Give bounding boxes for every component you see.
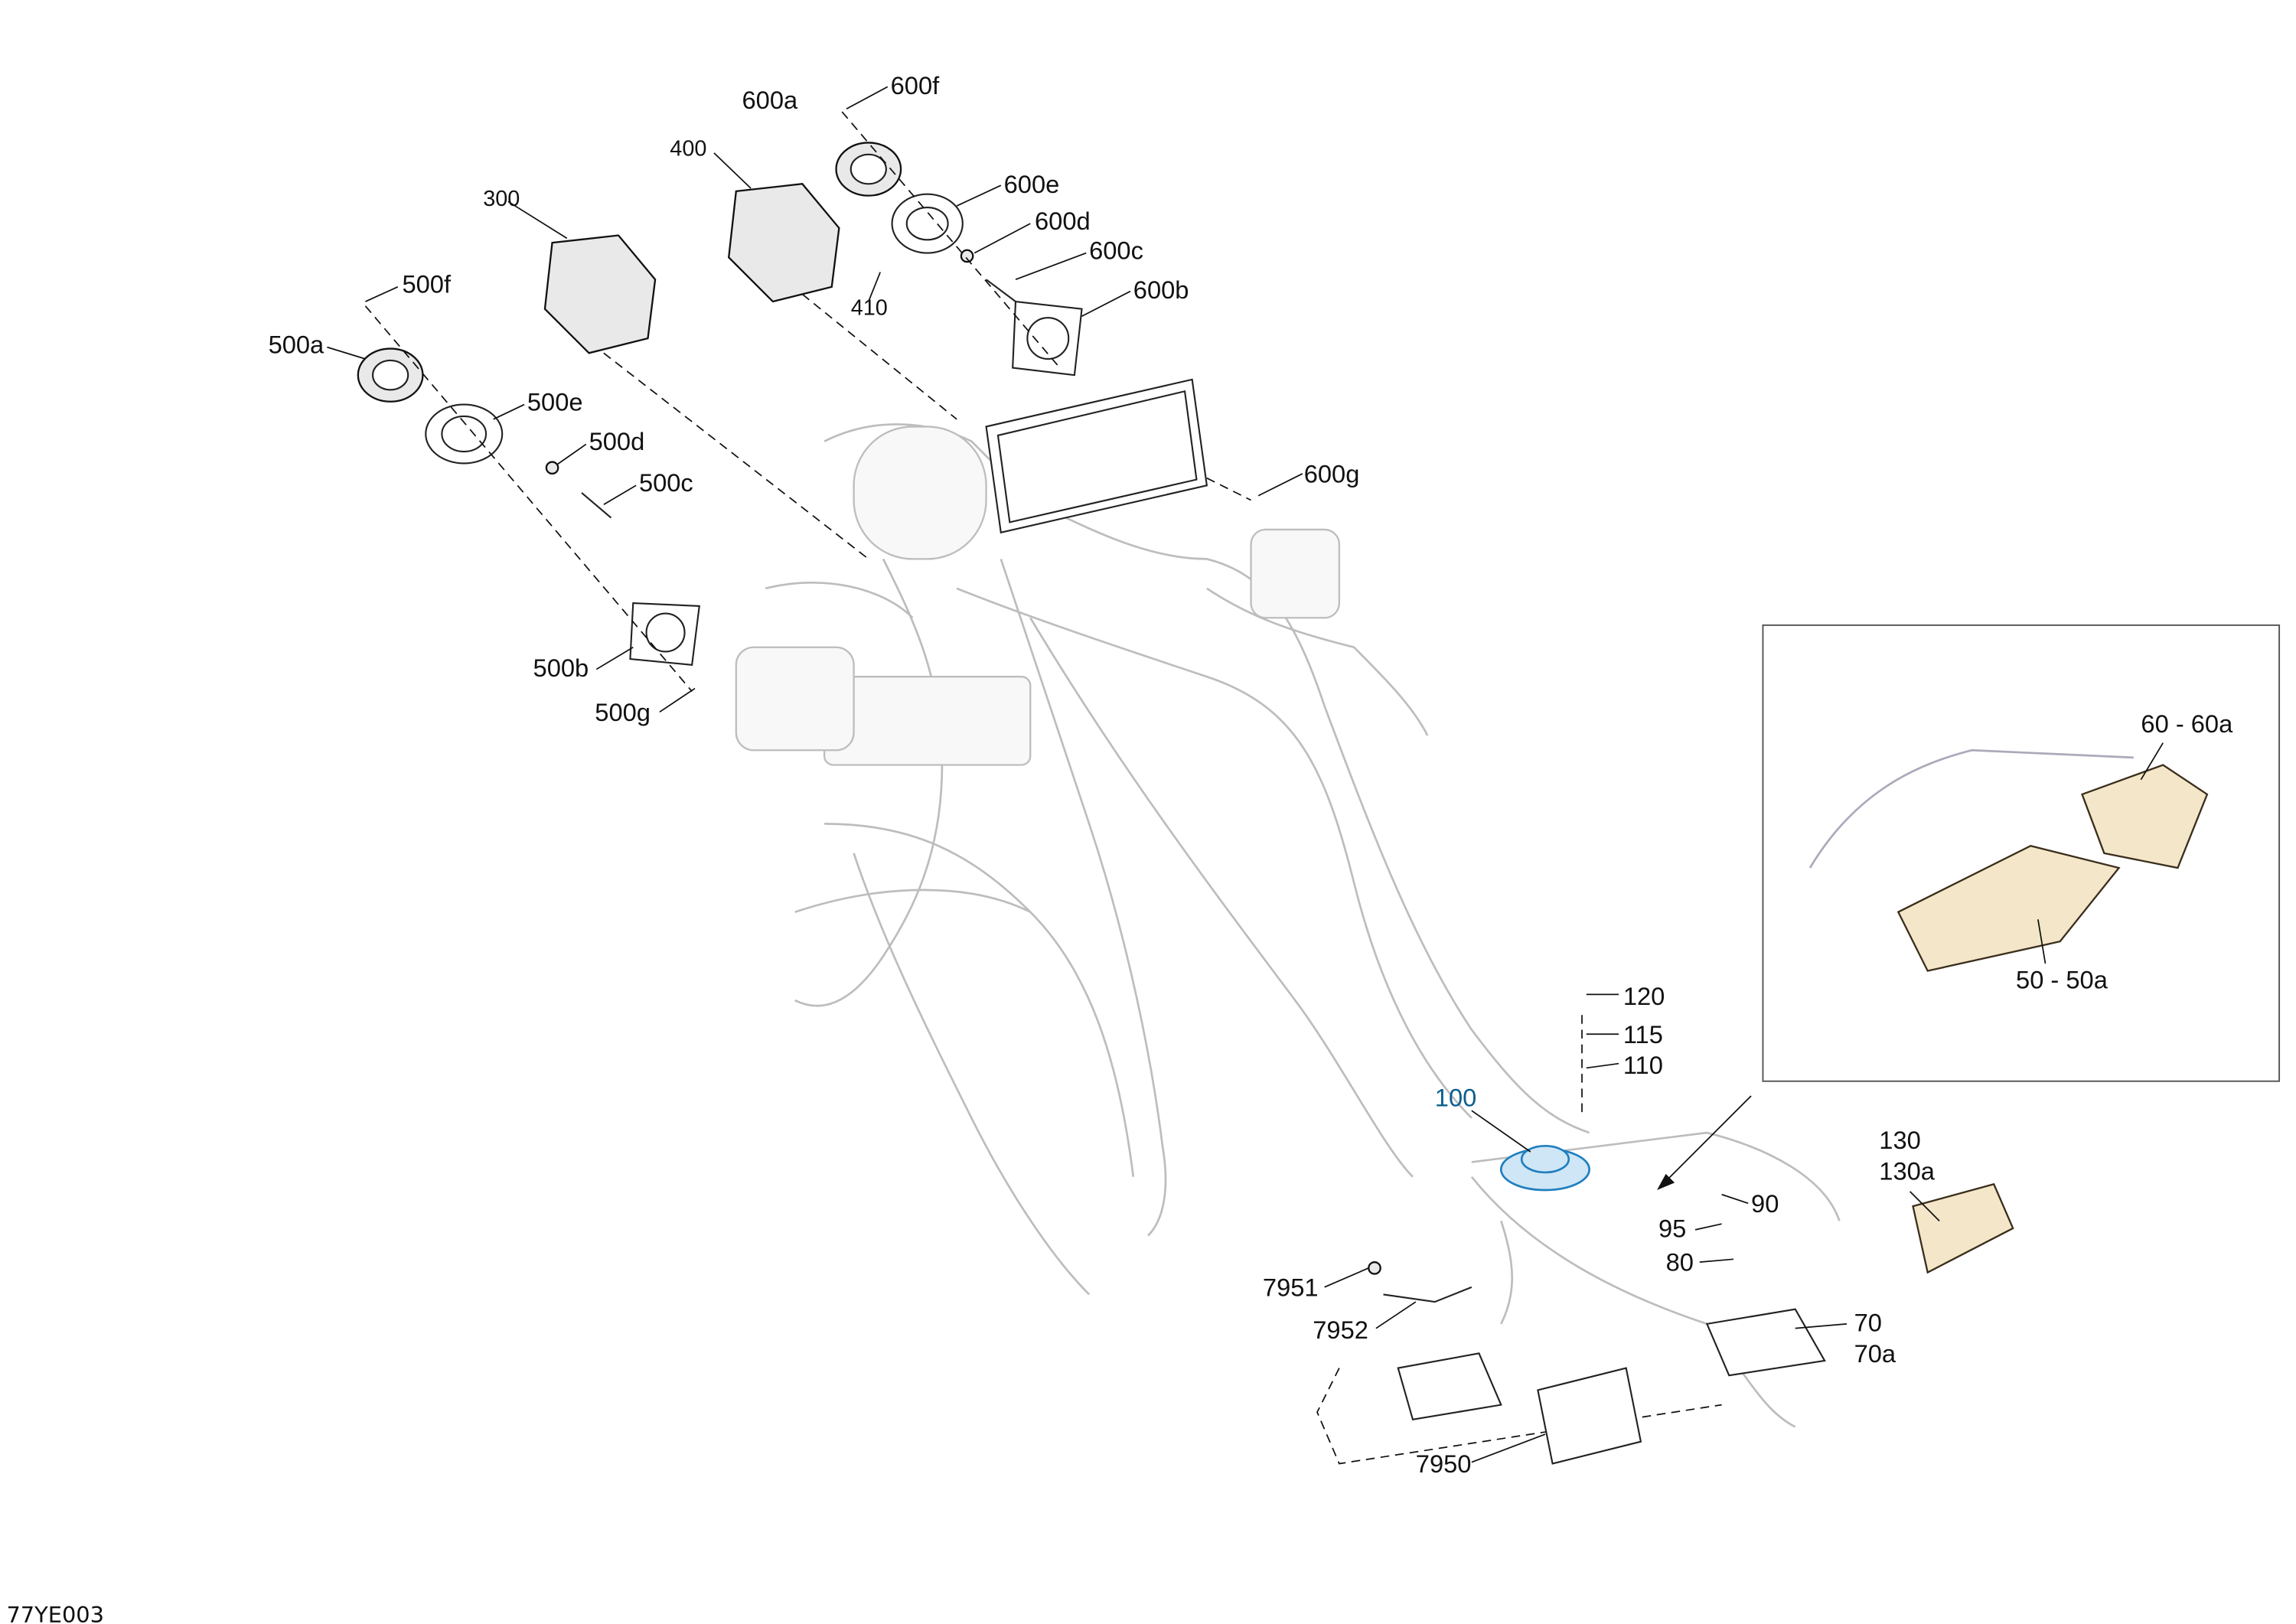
callout-labels: 600a 600f 400 300 600e 600d 600c 410 600…: [6, 71, 2233, 1624]
label-130a: 130a: [1879, 1157, 1935, 1185]
figure-code: 77YE003: [6, 1602, 104, 1624]
label-600a: 600a: [742, 86, 798, 114]
part-500e: [425, 403, 504, 465]
leader-lines: [327, 86, 1940, 1463]
label-70a: 70a: [1854, 1339, 1896, 1368]
label-115: 115: [1623, 1020, 1663, 1048]
label-600e: 600e: [1004, 170, 1060, 198]
label-90: 90: [1751, 1189, 1779, 1218]
inset-pointer-arrow: [1662, 1095, 1752, 1185]
part-7951: [1368, 1261, 1381, 1275]
part-600d: [960, 249, 974, 263]
part-500c: [581, 492, 612, 519]
part-400: [727, 183, 840, 303]
inset-detail-box: [1762, 624, 2281, 1082]
label-300: 300: [483, 187, 520, 211]
part-70: [1705, 1308, 1826, 1377]
label-7951: 7951: [1263, 1273, 1319, 1301]
label-600c: 600c: [1089, 236, 1143, 264]
label-60-60a: 60 - 60a: [2141, 709, 2233, 738]
part-500d: [545, 461, 559, 475]
label-500d: 500d: [589, 427, 645, 455]
label-600g: 600g: [1304, 459, 1360, 488]
label-70: 70: [1854, 1309, 1882, 1337]
wiring-harness: [735, 423, 1841, 1428]
lamp-left: [1397, 1352, 1502, 1421]
label-500a: 500a: [269, 330, 325, 358]
part-600b: [1012, 300, 1083, 377]
label-130: 130: [1879, 1126, 1921, 1154]
arrow-head-icon: [1657, 1173, 1675, 1190]
label-100: 100: [1435, 1083, 1477, 1111]
label-500c: 500c: [639, 468, 693, 497]
part-500a: [357, 347, 424, 403]
label-500e: 500e: [527, 387, 583, 416]
label-410: 410: [851, 295, 888, 320]
display-screen: [985, 378, 1208, 534]
part-7950: [1537, 1367, 1642, 1465]
label-600b: 600b: [1133, 276, 1189, 304]
label-500b: 500b: [533, 654, 589, 682]
part-100-highlighted: [1499, 1144, 1590, 1192]
label-500f: 500f: [402, 269, 451, 298]
label-400: 400: [670, 137, 706, 161]
label-600d: 600d: [1035, 207, 1091, 235]
part-130: [1912, 1182, 2014, 1274]
label-95: 95: [1658, 1214, 1686, 1242]
label-7950: 7950: [1416, 1450, 1472, 1478]
part-7952: [1383, 1286, 1473, 1303]
part-600c: [985, 279, 1016, 302]
part-300: [543, 234, 657, 354]
label-7952: 7952: [1313, 1316, 1368, 1344]
label-120: 120: [1623, 982, 1665, 1010]
part-500b: [629, 602, 700, 666]
label-600f: 600f: [891, 71, 940, 99]
label-110: 110: [1623, 1051, 1663, 1079]
label-80: 80: [1666, 1248, 1694, 1277]
part-600e: [891, 193, 964, 254]
assembly-lines: [364, 111, 1722, 1465]
part-600a: [835, 142, 902, 197]
label-500g: 500g: [595, 698, 651, 726]
label-50-50a: 50 - 50a: [2016, 966, 2108, 994]
